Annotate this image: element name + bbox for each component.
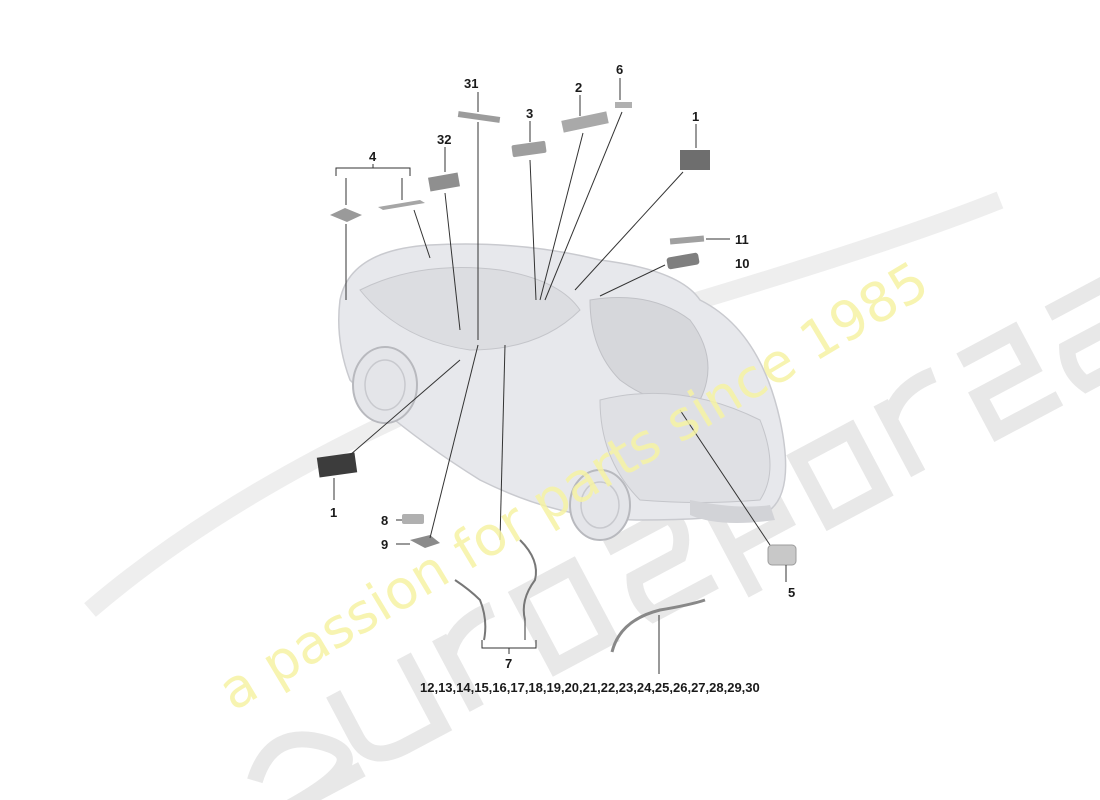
part-12-30-cable (610, 598, 706, 653)
callout-3[interactable]: 3 (526, 106, 534, 121)
watermark-logo (247, 276, 1100, 800)
callout-1-bottom[interactable]: 1 (330, 505, 338, 520)
part-7-wiring-harness-b (519, 539, 537, 621)
part-4-pad-b (378, 200, 425, 210)
callout-2[interactable]: 2 (575, 80, 583, 95)
part-31-antenna-strip (457, 111, 501, 123)
part-9-bracket (410, 535, 440, 548)
part-4-pad-a (330, 208, 362, 222)
part-5-antenna (767, 544, 797, 566)
callout-10[interactable]: 10 (735, 256, 750, 271)
part-7-wiring-harness-a (454, 579, 487, 641)
part-2-bracket (561, 111, 609, 133)
part-8-module (402, 514, 424, 524)
callout-12-30-range[interactable]: 12,13,14,15,16,17,18,19,20,21,22,23,24,2… (420, 680, 760, 695)
callout-11[interactable]: 11 (735, 232, 749, 247)
callout-9[interactable]: 9 (381, 537, 389, 552)
rear-wheel (569, 469, 631, 541)
callout-32[interactable]: 32 (437, 132, 452, 147)
part-1-top-control-unit (680, 150, 710, 170)
part-1-bottom-control-unit (316, 452, 358, 478)
callout-6[interactable]: 6 (616, 62, 624, 77)
callout-8[interactable]: 8 (381, 513, 389, 528)
callout-7[interactable]: 7 (505, 656, 513, 671)
part-11-strip (669, 235, 705, 245)
leader-lines (333, 78, 787, 674)
callout-5[interactable]: 5 (788, 585, 796, 600)
part-32-holder (428, 172, 460, 192)
part-3-module (511, 140, 547, 158)
callout-31[interactable]: 31 (464, 76, 479, 91)
front-wheel (352, 346, 418, 424)
part-6-sensor (615, 102, 632, 108)
car-body (338, 243, 787, 541)
parts (316, 102, 797, 653)
callout-4[interactable]: 4 (369, 149, 377, 164)
part-10-module (666, 252, 700, 270)
callout-1-top[interactable]: 1 (692, 109, 700, 124)
